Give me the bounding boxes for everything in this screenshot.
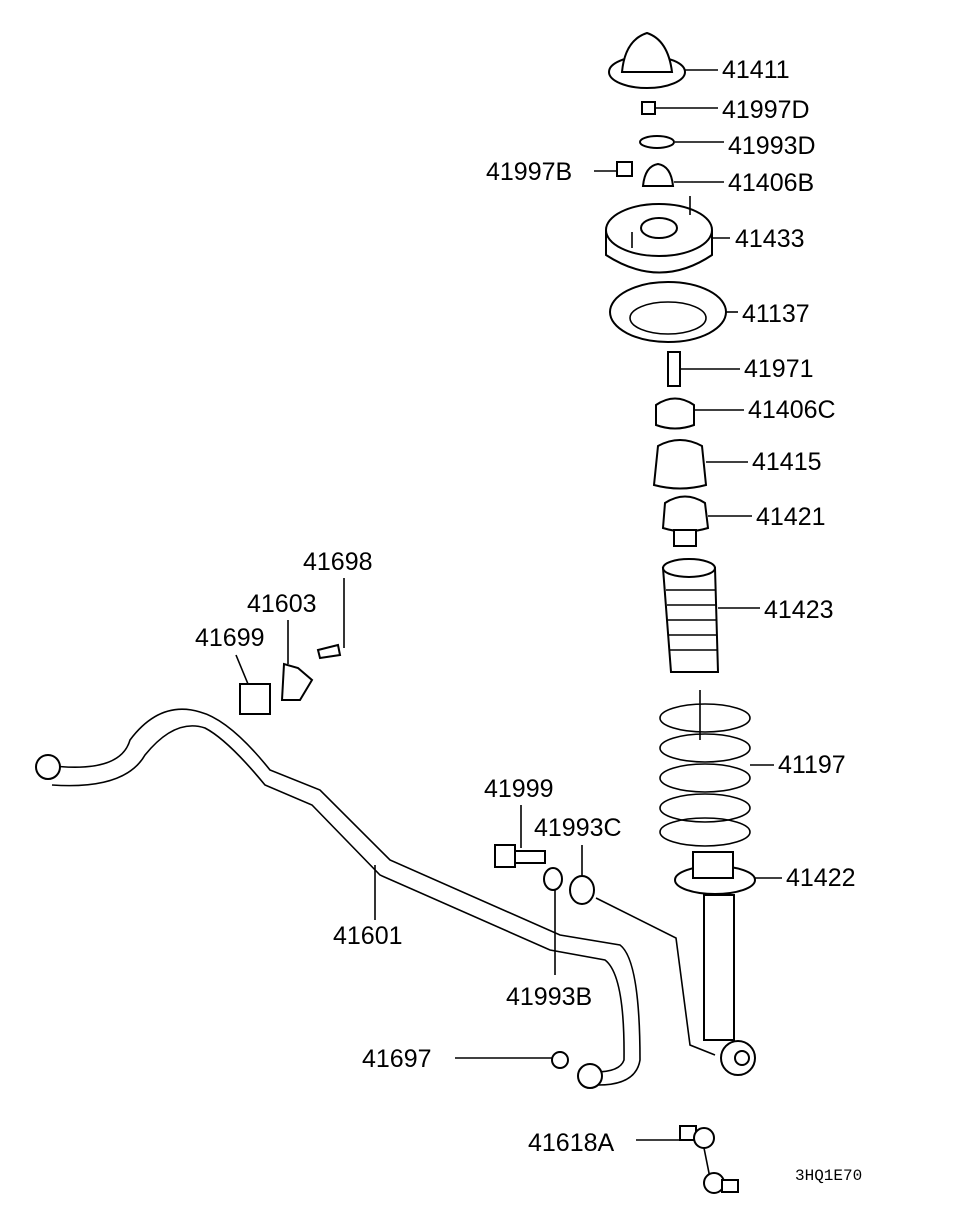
part-41993B-washer	[543, 867, 563, 891]
label-41406B: 41406B	[728, 169, 814, 197]
part-41999-bolt	[494, 844, 546, 868]
label-41603: 41603	[247, 590, 317, 618]
label-41422: 41422	[786, 864, 856, 892]
label-41197: 41197	[778, 751, 846, 779]
part-41699-bushing	[239, 683, 271, 715]
part-41971-collar	[667, 351, 681, 387]
part-41601-stabilizer-bar	[35, 708, 641, 1089]
part-41618A-link	[679, 1125, 739, 1194]
label-41415: 41415	[752, 448, 822, 476]
label-41698: 41698	[303, 548, 373, 576]
label-41697: 41697	[362, 1045, 432, 1073]
part-41197-coil-spring	[659, 690, 751, 847]
part-41997D-nut	[641, 101, 656, 115]
part-41423-dust-boot	[661, 558, 720, 673]
label-41406C: 41406C	[748, 396, 836, 424]
label-41999: 41999	[484, 775, 554, 803]
label-41993B: 41993B	[506, 983, 592, 1011]
label-41423: 41423	[764, 596, 834, 624]
part-41406B-bushing	[641, 162, 675, 187]
label-41618A: 41618A	[528, 1129, 615, 1157]
label-41971: 41971	[744, 355, 814, 383]
part-41993C-bushing	[569, 875, 595, 905]
label-41997D: 41997D	[722, 96, 810, 124]
part-41406C-bushing	[655, 397, 695, 430]
figure-code: 3HQ1E70	[795, 1167, 862, 1185]
label-41411: 41411	[722, 56, 790, 84]
part-41411-cap	[608, 31, 686, 89]
part-41697-nut	[551, 1051, 569, 1069]
leader-lines	[235, 69, 782, 1141]
part-41433-mount	[605, 196, 713, 274]
part-41422-shock-absorber	[674, 851, 756, 1076]
part-41603-bracket	[280, 662, 314, 701]
label-41699: 41699	[195, 624, 265, 652]
label-41433: 41433	[735, 225, 805, 253]
label-41993D: 41993D	[728, 132, 816, 160]
label-41997B: 41997B	[486, 158, 572, 186]
part-41415-bumper-cap	[652, 439, 708, 490]
part-41997B-nut	[616, 161, 633, 177]
label-41421: 41421	[756, 503, 826, 531]
part-41993D-washer	[639, 135, 675, 149]
connection-line	[595, 897, 716, 1056]
part-41421-bump-stop	[661, 495, 710, 547]
part-41137-insulator	[609, 281, 727, 343]
label-41601: 41601	[333, 922, 403, 950]
label-41993C: 41993C	[534, 814, 622, 842]
label-41137: 41137	[742, 300, 810, 328]
part-41698-bolt	[316, 643, 342, 660]
